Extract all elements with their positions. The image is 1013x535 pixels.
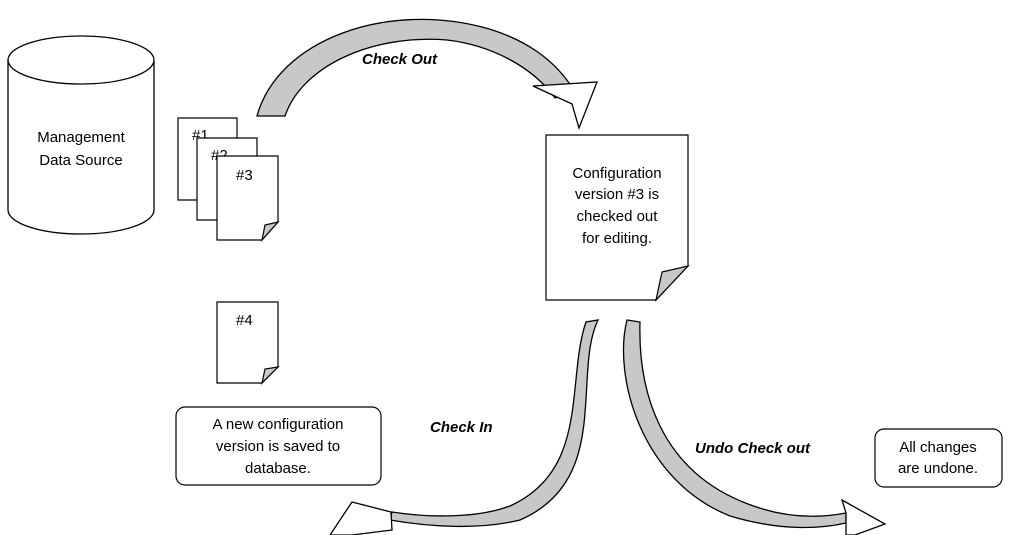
undo-check-out-label: Undo Check out <box>695 440 811 457</box>
undo-result-box: All changes are undone. <box>874 428 1003 488</box>
version-document-4: #4 <box>216 301 280 385</box>
undo-check-out-arrow <box>622 319 887 535</box>
check-out-arrow <box>256 18 598 131</box>
check-in-label: Check In <box>430 419 493 436</box>
checked-out-line2: version #3 is <box>575 186 659 203</box>
check-out-label: Check Out <box>362 51 438 68</box>
version-label-3: #3 <box>236 167 253 184</box>
checked-out-line3: checked out <box>577 208 659 225</box>
undo-result-line1: All changes <box>899 439 977 456</box>
database-cylinder: Management Data Source <box>7 35 155 235</box>
check-in-arrow <box>329 319 600 535</box>
checked-out-line4: for editing. <box>582 230 652 247</box>
version-document-3: #3 <box>216 155 280 243</box>
checked-out-line1: Configuration <box>572 165 661 182</box>
new-version-line2: version is saved to <box>216 438 340 455</box>
undo-result-line2: are undone. <box>898 460 978 477</box>
database-label-line1: Management <box>37 129 125 146</box>
version-label-4: #4 <box>236 312 253 329</box>
database-label-line2: Data Source <box>39 152 122 169</box>
new-version-line1: A new configuration <box>213 416 344 433</box>
new-version-box: A new configuration version is saved to … <box>175 406 382 486</box>
new-version-line3: database. <box>245 460 311 477</box>
checked-out-document: Configuration version #3 is checked out … <box>545 134 690 302</box>
